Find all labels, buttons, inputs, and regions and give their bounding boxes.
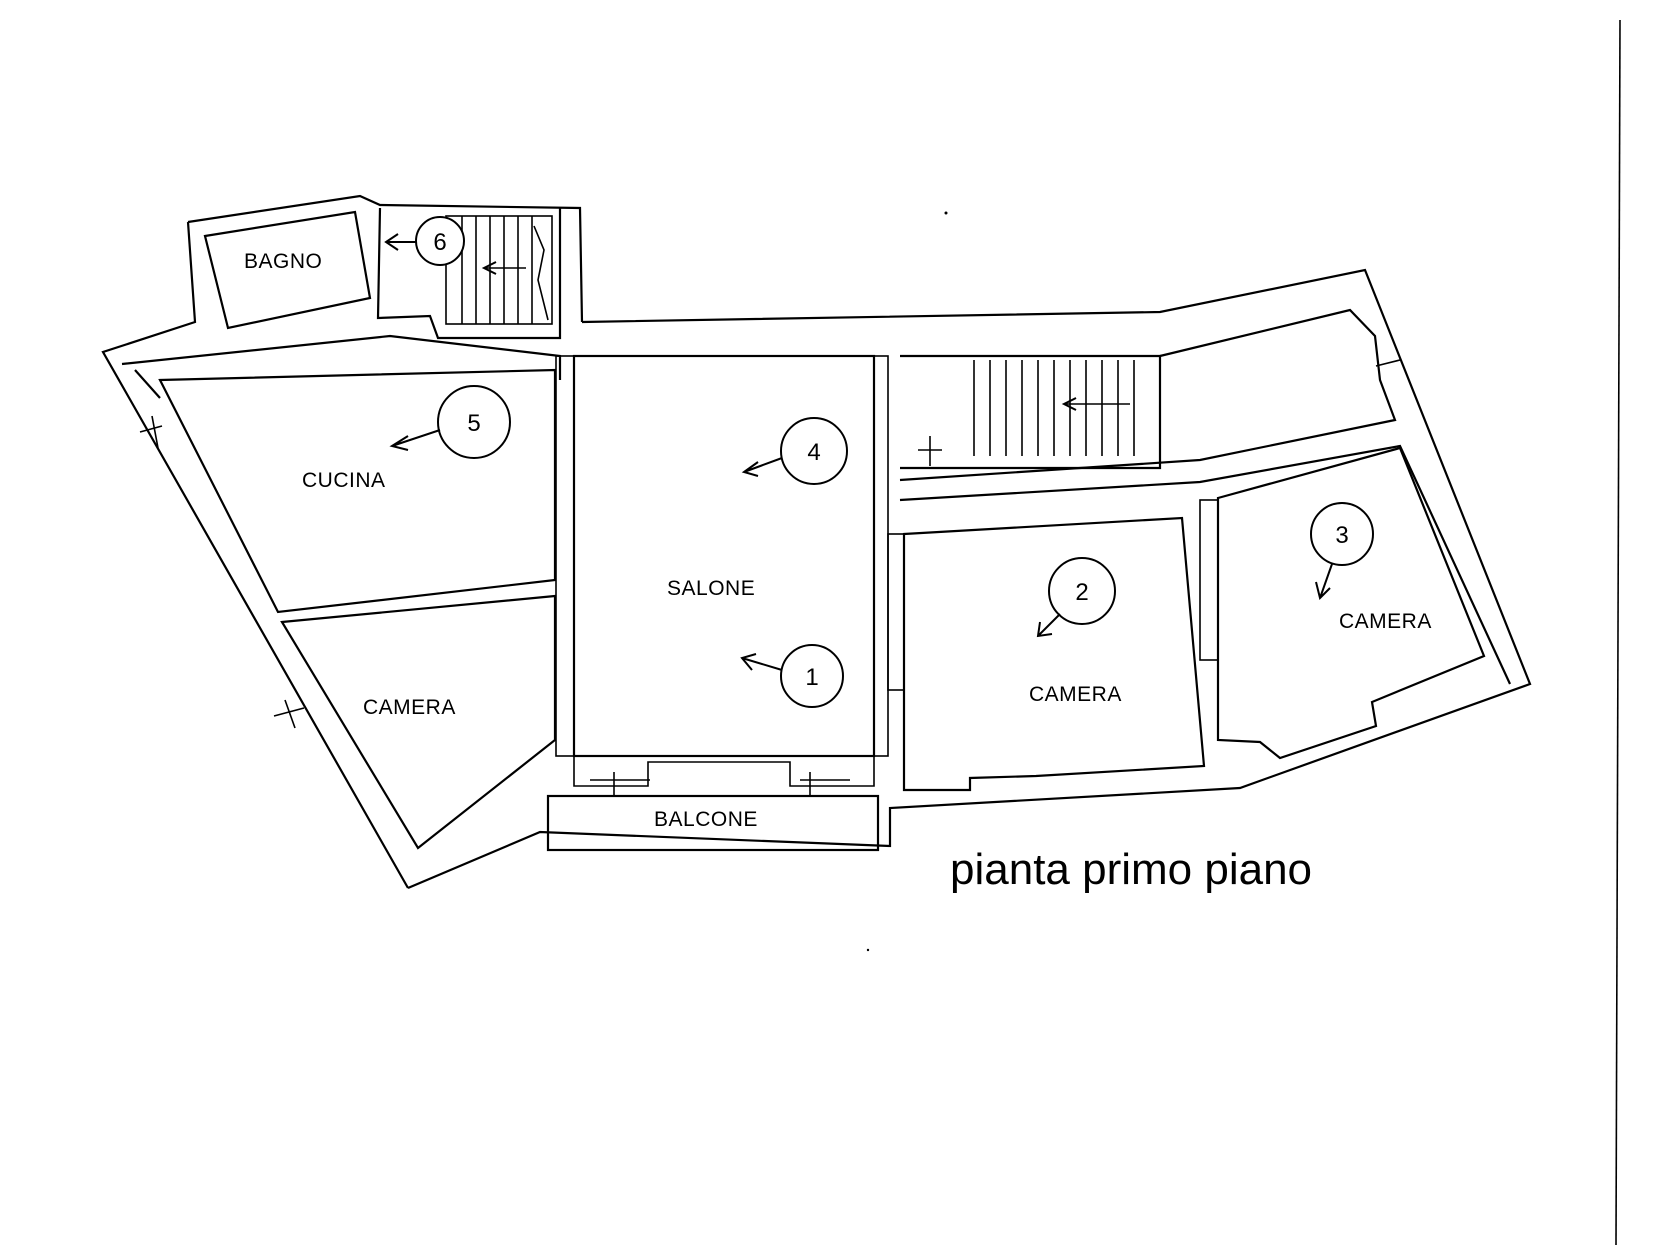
viewpoint-number: 1 <box>805 664 818 691</box>
room-label-salone: SALONE <box>667 577 755 600</box>
room-camera-right-walls <box>1199 446 1486 760</box>
room-balcone-walls <box>546 794 880 852</box>
sheet-margin-line <box>1615 19 1621 1246</box>
room-salone-walls <box>555 354 889 796</box>
room-cucina-walls <box>139 368 557 614</box>
room-label-camera-right: CAMERA <box>1339 610 1432 633</box>
viewpoint-marker-6: 6 <box>384 216 465 266</box>
room-camera-left-walls <box>273 594 557 850</box>
room-label-camera-left: CAMERA <box>363 696 456 719</box>
corridor-right <box>899 308 1511 685</box>
view-arrow-icon <box>741 457 783 477</box>
viewpoint-marker-3: 3 <box>1310 502 1374 600</box>
room-label-bagno: BAGNO <box>244 250 322 273</box>
stairs-center <box>900 354 1162 470</box>
room-camera-center-walls <box>887 516 1206 792</box>
room-label-camera-center: CAMERA <box>1029 683 1122 706</box>
outer-walls <box>101 194 1532 890</box>
view-arrow-icon <box>740 653 783 671</box>
viewpoint-marker-4: 4 <box>741 417 848 485</box>
viewpoint-number: 6 <box>433 229 446 256</box>
room-label-cucina: CUCINA <box>302 469 386 492</box>
scan-speck <box>866 948 870 952</box>
viewpoint-number: 2 <box>1075 579 1088 606</box>
room-label-balcone: BALCONE <box>654 808 758 831</box>
view-arrow-icon <box>1036 613 1061 638</box>
viewpoint-number: 5 <box>467 410 480 437</box>
scan-speck <box>944 211 948 215</box>
view-arrow-icon <box>389 429 441 451</box>
viewpoint-marker-2: 2 <box>1036 557 1116 638</box>
plan-title: pianta primo piano <box>950 845 1312 894</box>
view-arrow-icon <box>384 233 416 251</box>
view-arrow-icon <box>1315 563 1333 600</box>
viewpoint-marker-5: 5 <box>389 385 511 459</box>
viewpoint-number: 3 <box>1335 522 1348 549</box>
viewpoint-marker-1: 1 <box>740 644 844 708</box>
viewpoint-number: 4 <box>807 439 820 466</box>
